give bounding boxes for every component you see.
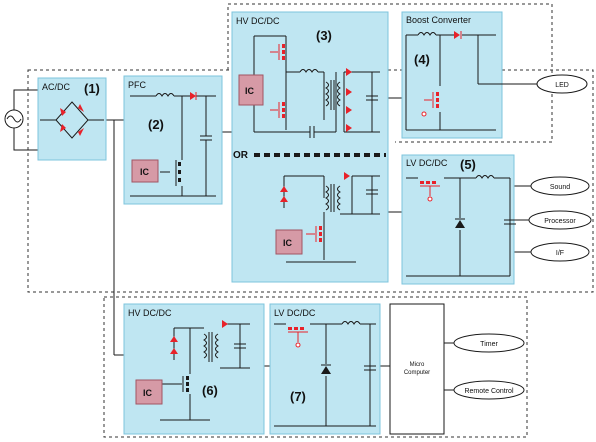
hvdcdc-flyback-ic-chip xyxy=(275,229,303,255)
micro-computer-label-line2: Computer xyxy=(404,370,430,376)
pfc-ic-chip xyxy=(131,159,159,183)
block-lvdcdc-standby-label: LV DC/DC xyxy=(274,308,316,318)
block-lvdcdc: LV DC/DC (5) xyxy=(401,154,516,285)
mosfet-icon xyxy=(319,226,322,242)
diode-icon xyxy=(190,92,196,100)
block-hvdcdc-label: HV DC/DC xyxy=(236,16,280,26)
diode-bridge-icon xyxy=(40,101,104,139)
transformer-icon xyxy=(325,80,341,110)
output-led-label: LED xyxy=(555,82,569,89)
output-timer-label: Timer xyxy=(480,341,498,348)
mosfet-icon xyxy=(436,92,439,108)
output-timer: Timer xyxy=(453,333,525,353)
output-if: I/F xyxy=(530,242,590,262)
mosfet-icon xyxy=(282,44,285,118)
block-lvdcdc-number: (5) xyxy=(460,157,476,172)
block-hvdcdc-standby-number: (6) xyxy=(202,383,218,398)
output-processor-label: Processor xyxy=(544,218,576,225)
inductor-icon xyxy=(299,69,319,73)
mosfet-icon xyxy=(178,162,181,182)
block-hvdcdc-number: (3) xyxy=(316,28,332,43)
block-lvdcdc-label: LV DC/DC xyxy=(406,158,448,168)
transformer-icon xyxy=(325,184,341,212)
block-lvdcdc-standby-number: (7) xyxy=(290,389,306,404)
output-processor: Processor xyxy=(528,210,592,230)
block-hvdcdc-standby-label: HV DC/DC xyxy=(128,308,172,318)
block-pfc-label: PFC xyxy=(128,80,147,90)
block-hvdcdc: HV DC/DC (3) xyxy=(231,11,389,283)
block-lvdcdc-standby: LV DC/DC (7) xyxy=(269,303,381,435)
block-boost: Boost Converter (4) xyxy=(401,11,521,139)
inductor-icon xyxy=(475,175,495,179)
diode-icon xyxy=(280,172,350,202)
hvdcdc-flyback-ic-label: IC xyxy=(283,238,293,248)
output-led: LED xyxy=(536,74,588,94)
standby-ic-chip xyxy=(135,379,163,405)
diode-icon xyxy=(346,68,352,132)
block-pfc: PFC (2) IC xyxy=(123,75,223,205)
pfc-ic-label: IC xyxy=(140,167,150,177)
output-sound-label: Sound xyxy=(550,184,570,191)
transformer-icon xyxy=(203,332,219,362)
block-acdc-number: (1) xyxy=(84,81,100,96)
block-boost-label: Boost Converter xyxy=(406,15,471,25)
diode-icon xyxy=(455,220,465,228)
mosfet-icon xyxy=(186,376,189,392)
block-pfc-number: (2) xyxy=(148,117,164,132)
inductor-icon xyxy=(341,321,361,325)
upper-group-outline xyxy=(227,3,553,143)
ac-source-icon xyxy=(4,109,24,129)
output-sound: Sound xyxy=(530,176,590,196)
micro-computer-block: Micro Computer xyxy=(389,303,445,435)
or-separator-label: OR xyxy=(233,150,249,161)
mosfet-icon xyxy=(420,181,436,184)
diode-icon xyxy=(170,320,228,354)
hvdcdc-ic-label: IC xyxy=(245,86,255,96)
inductor-icon xyxy=(155,93,175,97)
mosfet-icon xyxy=(288,327,304,330)
block-boost-number: (4) xyxy=(414,52,430,67)
output-remote-control: Remote Control xyxy=(453,380,525,400)
hvdcdc-ic-chip xyxy=(238,74,264,106)
block-acdc: AC/DC (1) xyxy=(37,77,107,161)
inductor-icon xyxy=(417,32,437,36)
diode-icon xyxy=(454,31,460,39)
diode-icon xyxy=(321,366,331,374)
interconnect-wires xyxy=(13,83,537,391)
block-acdc-label: AC/DC xyxy=(42,82,71,92)
output-remote-control-label: Remote Control xyxy=(464,388,513,395)
standby-ic-label: IC xyxy=(143,388,153,398)
block-hvdcdc-standby: HV DC/DC (6) xyxy=(123,303,265,435)
standby-group-outline xyxy=(103,296,528,438)
micro-computer-label-line1: Micro xyxy=(410,362,425,368)
output-if-label: I/F xyxy=(556,250,564,257)
